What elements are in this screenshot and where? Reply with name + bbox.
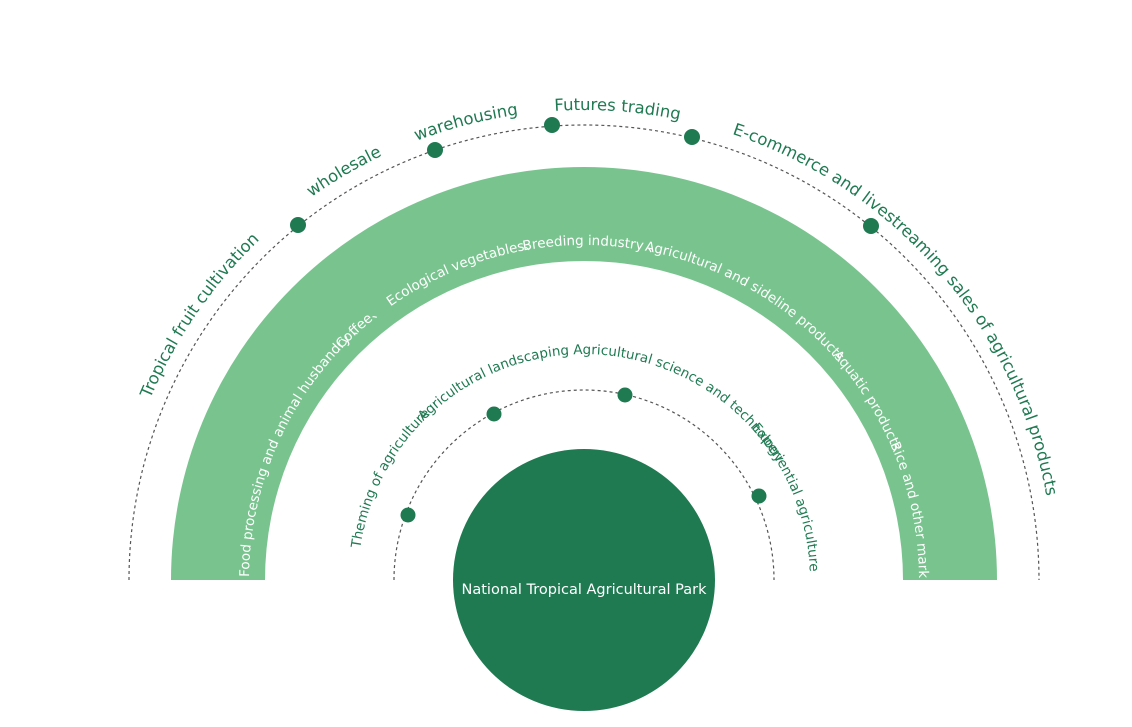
center-circle [453, 449, 715, 711]
outer-dashed-ring [128, 124, 1040, 581]
svg-text:Futures trading: Futures trading [554, 95, 683, 124]
outer-label-futures: Futures trading [554, 95, 683, 124]
svg-text:wholesale: wholesale [303, 142, 384, 200]
svg-text:Agricultural science and techn: Agricultural science and technology [573, 342, 787, 465]
outer-dot-4 [684, 129, 700, 145]
inner-label-theming: Theming of agriculture [348, 405, 433, 549]
inner-ring-dots [400, 387, 767, 523]
center-label: National Tropical Agricultural Park [462, 582, 708, 598]
outer-dot-5 [863, 218, 879, 234]
inner-dot-2 [486, 406, 502, 422]
inner-dashed-ring [393, 389, 775, 581]
outer-label-wholesale: wholesale [303, 142, 384, 200]
svg-text:warehousing: warehousing [411, 100, 519, 145]
outer-label-warehousing: warehousing [411, 100, 519, 145]
industry-band [171, 167, 997, 580]
outer-dot-3 [544, 117, 560, 133]
outer-dot-1 [290, 217, 306, 233]
outer-ring-dots [290, 117, 879, 234]
inner-dot-1 [400, 507, 416, 523]
outer-dot-2 [427, 142, 443, 158]
inner-dot-3 [617, 387, 633, 403]
inner-label-science-technology: Agricultural science and technology [573, 342, 787, 465]
inner-dot-4 [751, 488, 767, 504]
svg-text:Theming of agriculture: Theming of agriculture [348, 405, 433, 549]
